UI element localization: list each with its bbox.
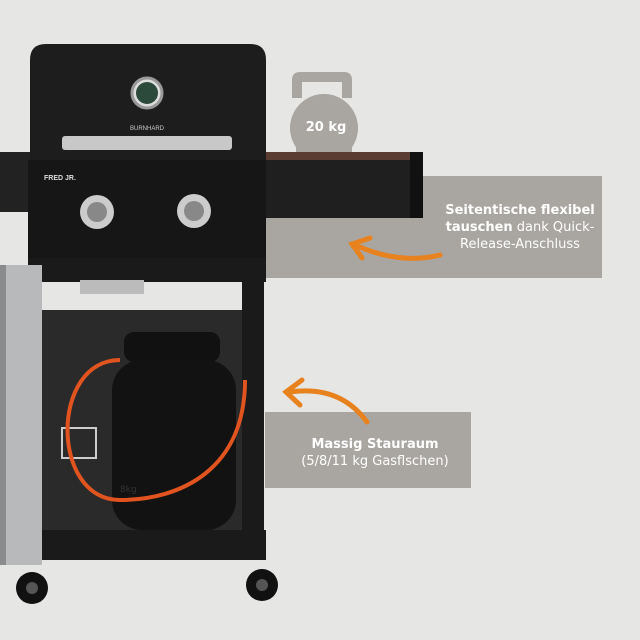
arrow-icon-storage bbox=[282, 377, 370, 425]
arrow-icon-side-table bbox=[347, 235, 443, 261]
callout-side-table: Seitentische flexibel tauschen dank Quic… bbox=[420, 202, 620, 253]
cabinet-door bbox=[0, 265, 42, 565]
grease-tray bbox=[80, 280, 144, 294]
vent-grille bbox=[61, 427, 97, 459]
gas-tank: 8kg bbox=[112, 332, 236, 530]
callout-bold: Massig Stauraum bbox=[311, 437, 439, 452]
grill-lid: BURNHARD bbox=[30, 44, 266, 160]
lid-handle bbox=[62, 136, 232, 150]
callout-band-storage bbox=[265, 412, 471, 488]
kettlebell-icon bbox=[290, 72, 358, 162]
weight-label: 20 kg bbox=[305, 120, 347, 135]
control-panel: FRED JR. bbox=[28, 160, 266, 258]
brand-logo: BURNHARD bbox=[130, 126, 165, 132]
callout-regular: (5/8/11 kg Gasflschen) bbox=[301, 454, 449, 469]
left-side-shelf bbox=[0, 152, 32, 212]
callout-storage: Massig Stauraum (5/8/11 kg Gasflschen) bbox=[290, 436, 460, 470]
callout-bold: Seitentische flexibel tauschen bbox=[445, 203, 595, 235]
model-logo: FRED JR. bbox=[44, 175, 76, 182]
callout-regular: dank Quick-Release-Anschluss bbox=[460, 220, 595, 252]
right-side-table bbox=[265, 152, 423, 218]
tank-label: 8kg bbox=[120, 485, 137, 495]
gas-hose bbox=[65, 358, 247, 503]
